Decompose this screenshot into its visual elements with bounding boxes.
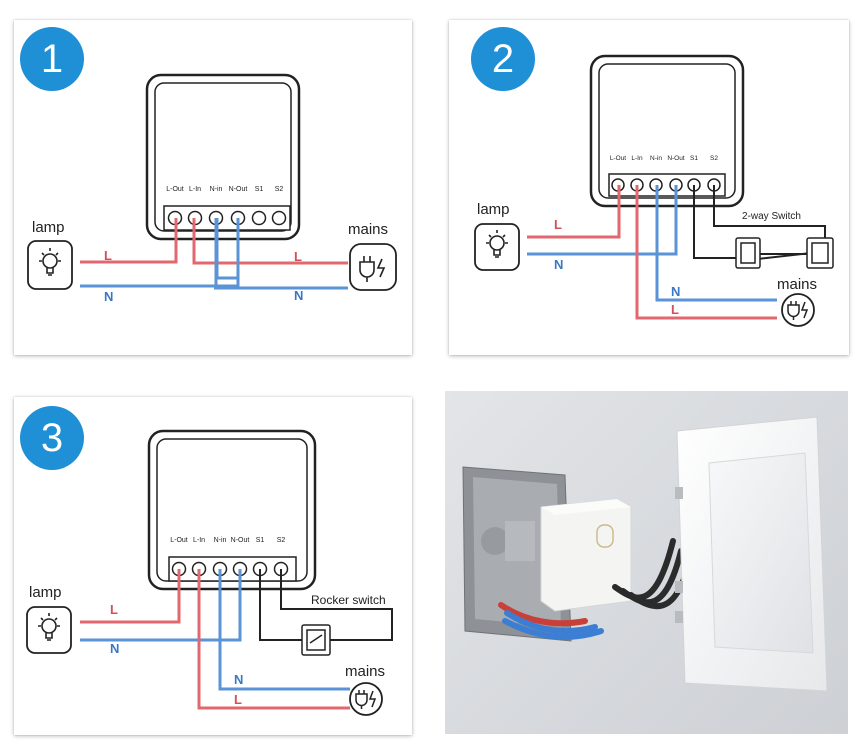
wire-label-live: L: [671, 302, 679, 317]
plug-icon: [787, 301, 809, 320]
switch-wire: [259, 569, 304, 641]
lamp-label: lamp: [32, 219, 65, 236]
terminal-label: N-in: [650, 155, 662, 162]
wire-label-live: L: [104, 248, 112, 263]
relay-module: [147, 429, 317, 591]
wiring-diagram-3: L-Out L-In N-in N-Out S1 S2: [26, 429, 393, 716]
relay-module: [145, 73, 301, 241]
wire-label-neutral: N: [671, 284, 680, 299]
live-wire: [80, 569, 181, 624]
switch-wire: [693, 185, 742, 259]
wire-label-live: L: [234, 692, 242, 707]
lightbulb-icon: [39, 248, 61, 276]
wire-label-neutral: N: [554, 257, 563, 272]
lightbulb-icon: [38, 613, 60, 641]
terminal-label: L-Out: [610, 155, 626, 162]
plug-icon: [359, 256, 386, 282]
mains-label: mains: [345, 663, 385, 680]
lightbulb-icon: [486, 230, 508, 258]
live-wire: [197, 569, 350, 710]
mains-label: mains: [348, 221, 388, 238]
terminal-label: S2: [710, 155, 718, 162]
live-wire: [192, 218, 348, 265]
neutral-wire: [655, 185, 777, 302]
lamp-label: lamp: [29, 584, 62, 601]
wire-label-neutral: N: [104, 289, 113, 304]
terminal-label: L-In: [193, 537, 205, 544]
wire-label-live: L: [110, 602, 118, 617]
terminal-label: N-Out: [231, 537, 250, 544]
terminal-label: L-In: [189, 186, 201, 193]
terminal-label: L-In: [631, 155, 643, 162]
wall-switch: [675, 416, 828, 692]
terminal-label: S2: [277, 537, 286, 544]
terminal-label: L-Out: [166, 186, 184, 193]
terminal-label: S1: [255, 186, 264, 193]
wire-label-neutral: N: [234, 672, 243, 687]
installation-illustration: [462, 416, 828, 692]
switch-wire: [280, 569, 393, 641]
terminal-screw: [271, 210, 287, 226]
switch-label: Rocker switch: [311, 593, 386, 607]
wire-label-neutral: N: [110, 641, 119, 656]
live-wire: [527, 185, 621, 239]
terminal-label: L-Out: [170, 537, 188, 544]
rocker-switch: [301, 624, 331, 656]
step-badge-3: 3: [20, 406, 84, 470]
neutral-wire: [80, 569, 242, 642]
two-way-switch: [735, 237, 834, 269]
neutral-wire: [527, 185, 678, 256]
plug-icon: [355, 690, 377, 709]
live-wire: [80, 218, 178, 264]
lamp-label: lamp: [477, 201, 510, 218]
terminal-label: S1: [256, 537, 265, 544]
live-wire: [635, 185, 777, 320]
smart-relay-module: [540, 498, 632, 612]
mains-label: mains: [777, 276, 817, 293]
switch-label: 2-way Switch: [742, 211, 801, 222]
step-badge-1: 1: [20, 27, 84, 91]
terminal-label: N-in: [214, 537, 227, 544]
installation-photo: [445, 391, 848, 734]
wire-label-live: L: [294, 249, 302, 264]
diagram-panel-3: 3 L-Out L-In N-in N-Out S1 S2: [14, 397, 412, 735]
terminal-label: N-Out: [229, 186, 248, 193]
relay-module: [589, 54, 745, 208]
step-badge-2: 2: [471, 27, 535, 91]
terminal-label: N-Out: [667, 155, 685, 162]
diagram-panel-2: 2 L-Out L-In N-in N-Out S1 S2: [449, 20, 849, 355]
wire-label-neutral: N: [294, 288, 303, 303]
terminal-label: N-in: [210, 186, 223, 193]
wire-label-live: L: [554, 217, 562, 232]
terminal-screw: [251, 210, 267, 226]
terminal-block: [163, 205, 291, 231]
wiring-diagram-2: L-Out L-In N-in N-Out S1 S2: [474, 54, 834, 327]
neutral-wire: [218, 569, 350, 691]
terminal-label: S2: [275, 186, 284, 193]
wiring-diagram-1: L-Out L-In N-in N-Out S1 S2 L N L N: [27, 73, 397, 304]
diagram-panel-1: 1 L-Out L-In N-in N-Out S1 S2: [14, 20, 412, 355]
neutral-wire: [214, 218, 348, 290]
terminal-label: S1: [690, 155, 698, 162]
